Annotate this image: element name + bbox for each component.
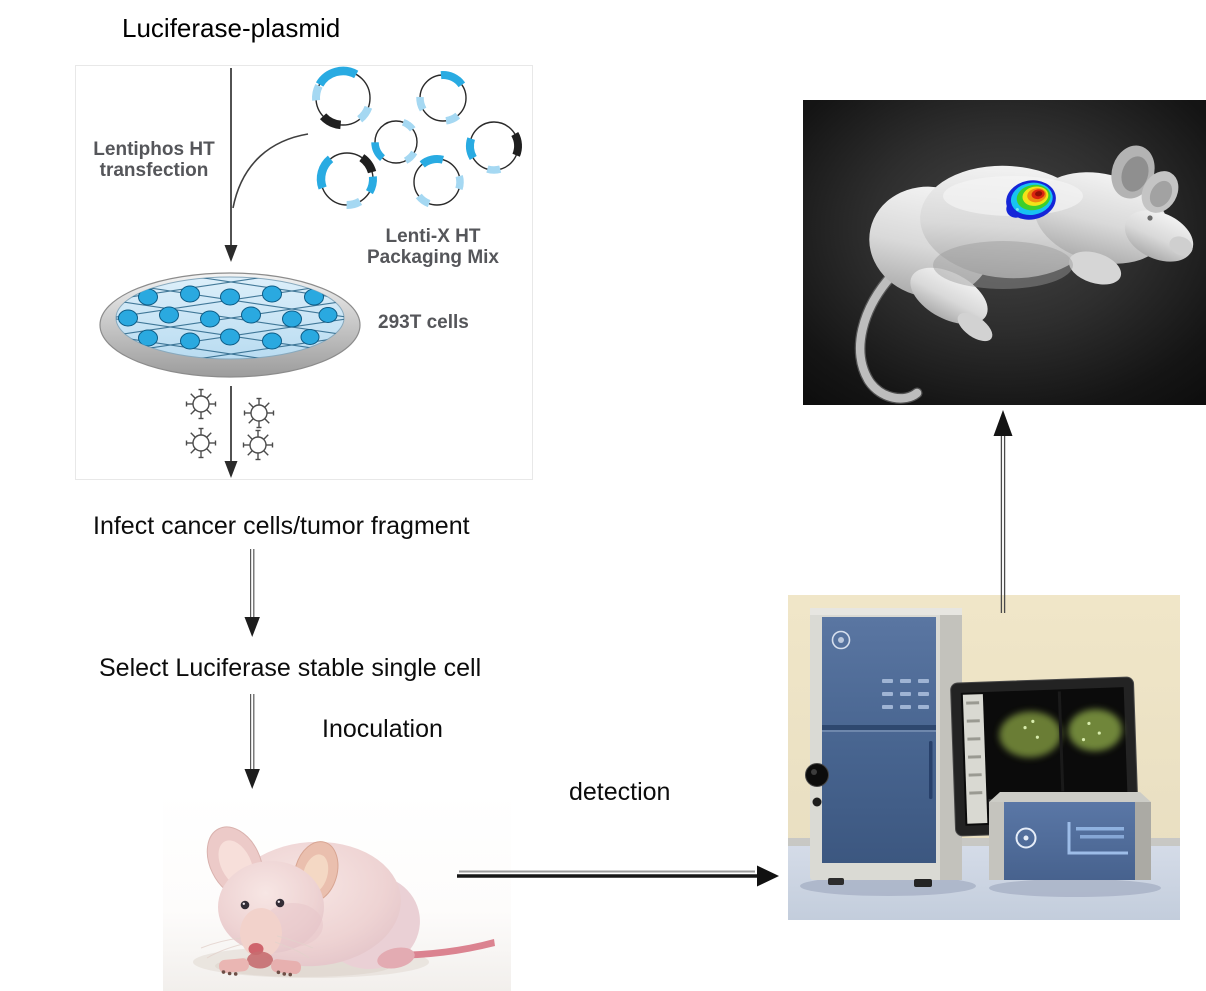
lentix-figure: Lentiphos HT transfection Lenti-X HT Pac… [75, 65, 533, 480]
control-indicators [882, 679, 929, 709]
cabinet-logo-icon [831, 630, 851, 650]
virus-harvest-arrow-icon [224, 386, 238, 478]
transfection-label-line1: Lentiphos HT [93, 139, 215, 160]
page-title: Luciferase-plasmid [122, 13, 341, 43]
mouse-eye [1147, 215, 1153, 221]
control-unit-box [989, 792, 1151, 880]
packaging-mix-label: Lenti-X HT Packaging Mix [357, 226, 509, 268]
nude-mouse-photo [163, 790, 511, 991]
plasmid-icon [371, 117, 421, 167]
unit-logo-icon [1015, 827, 1037, 849]
step-infect-label: Infect cancer cells/tumor fragment [93, 512, 470, 540]
cells-label: 293T cells [378, 312, 469, 333]
transfection-label: Lentiphos HT transfection [86, 139, 222, 181]
plasmid-icon [316, 148, 378, 210]
mouse-head [200, 861, 324, 969]
down-arrow-icon [244, 694, 260, 789]
packaging-mix-label-line2: Packaging Mix [367, 247, 499, 268]
imaging-cabinet [805, 608, 962, 887]
petri-dish-icon [99, 272, 361, 378]
lentix-figure-art [99, 66, 522, 478]
plasmid-icon [410, 155, 464, 209]
step-select-label: Select Luciferase stable single cell [99, 654, 482, 682]
ivis-machine-photo [788, 595, 1180, 920]
transfection-arrow-icon [224, 68, 309, 262]
virus-icon [185, 388, 217, 420]
biolum-mouse-photo [803, 100, 1206, 405]
plasmid-icon [416, 71, 470, 125]
door-handle [929, 741, 933, 799]
virus-icon [243, 397, 275, 429]
step-detection-label: detection [569, 778, 671, 806]
plasmid-cluster [311, 66, 522, 210]
transfection-label-line2: transfection [99, 160, 209, 181]
virus-icon [242, 429, 274, 461]
plasmid-icon [466, 118, 522, 174]
port-knob [805, 763, 829, 787]
up-arrow-icon [993, 410, 1013, 613]
step-inoculation-label: Inoculation [322, 715, 443, 743]
packaging-mix-label-line1: Lenti-X HT [385, 226, 481, 247]
virus-icon [185, 427, 217, 459]
bioluminescence-heatmap-spot [1006, 180, 1056, 220]
mouse-paws [218, 958, 302, 977]
plasmid-icon [311, 66, 375, 130]
down-arrow-icon [244, 549, 260, 637]
